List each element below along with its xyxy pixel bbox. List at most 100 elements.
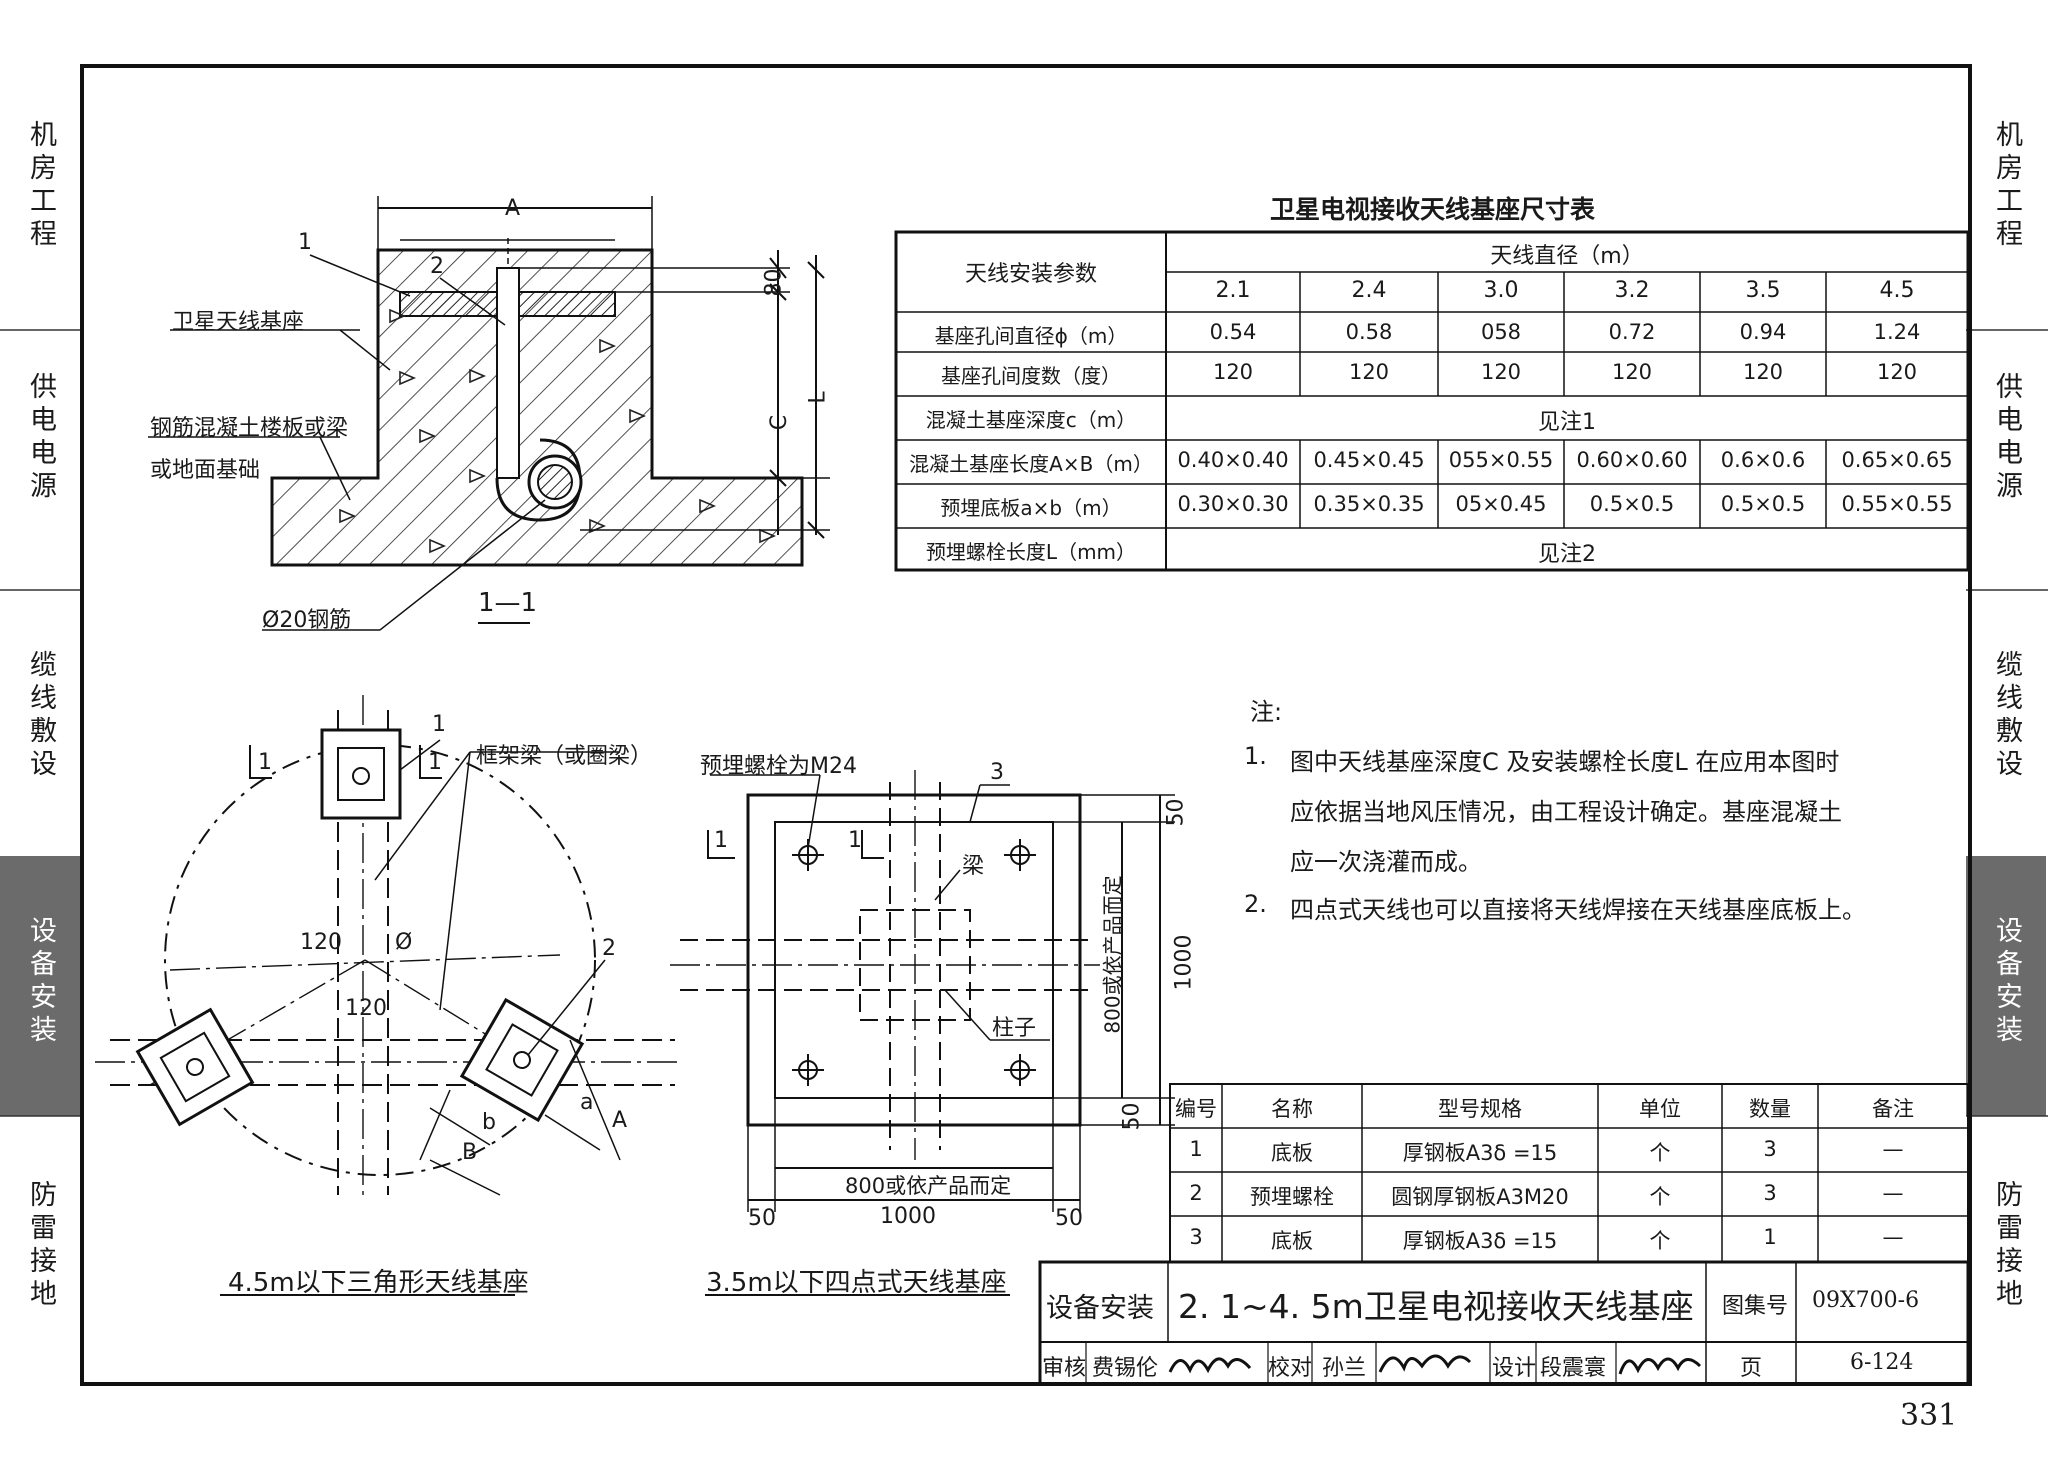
size-table-diameter-cell: 3.2 xyxy=(1614,278,1650,303)
four-point-callout-1: 1 xyxy=(848,828,862,853)
left-tab-1[interactable]: 机房工程 xyxy=(0,120,80,330)
materials-cell: 2 xyxy=(1189,1181,1203,1205)
materials-header-cell: 编号 xyxy=(1175,1097,1217,1121)
size-table-grid xyxy=(894,230,1970,572)
materials-cell: 1 xyxy=(1763,1225,1777,1249)
four-point-dim-50-bottom: 50 xyxy=(1119,1102,1145,1131)
size-table-diameter-cell: 3.0 xyxy=(1483,278,1519,303)
four-point-dim-800-h: 800或依产品而定 xyxy=(845,1174,1012,1198)
materials-header-cell: 名称 xyxy=(1271,1097,1313,1121)
size-table-cell: 0.54 xyxy=(1209,320,1257,344)
four-point-title: 3.5m以下四点式天线基座 xyxy=(706,1268,1007,1298)
four-point-callout-3: 3 xyxy=(990,760,1004,785)
signatures xyxy=(1168,1354,1702,1375)
four-point-dim-1000-h: 1000 xyxy=(880,1204,936,1229)
materials-cell: 厚钢板A3δ =15 xyxy=(1402,1229,1558,1253)
four-point-label-column: 柱子 xyxy=(992,1016,1037,1041)
tab-label: 供电电源 xyxy=(25,372,56,504)
triangle-callout-1: 1 xyxy=(432,712,446,737)
four-point-dim-50-top: 50 xyxy=(1163,798,1189,827)
title-block-category: 设备安装 xyxy=(1046,1293,1154,1324)
signature-designer xyxy=(1618,1357,1702,1375)
size-table-row-label: 混凝土基座深度c（m） xyxy=(925,408,1137,432)
left-tab-4[interactable]: 设备安装 xyxy=(0,856,80,1116)
note-1-line-3: 应一次浇灌而成。 xyxy=(1290,848,1482,876)
size-table-cell: 0.94 xyxy=(1739,320,1787,344)
left-tab-3[interactable]: 缆线敷设 xyxy=(0,650,80,830)
right-tab-2[interactable]: 供电电源 xyxy=(1966,372,2046,582)
materials-cell: 3 xyxy=(1763,1181,1777,1205)
materials-header-cell: 备注 xyxy=(1872,1097,1914,1121)
materials-cell: 预埋螺栓 xyxy=(1250,1185,1334,1209)
tab-label: 设备安装 xyxy=(1991,916,2022,1048)
tab-label: 缆线敷设 xyxy=(1991,650,2022,782)
materials-cell: — xyxy=(1882,1137,1904,1161)
right-tab-3[interactable]: 缆线敷设 xyxy=(1966,650,2046,830)
size-table-cell: 0.35×0.35 xyxy=(1313,492,1425,516)
size-table-diameter-cell: 2.4 xyxy=(1351,278,1387,303)
note-2-number: 2. xyxy=(1244,890,1267,918)
size-table-cell: 0.6×0.6 xyxy=(1720,448,1806,472)
size-table-cell: 120 xyxy=(1876,360,1918,384)
triangle-angle-2: 120 xyxy=(345,996,387,1021)
size-table-cell: 0.40×0.40 xyxy=(1177,448,1289,472)
four-point-dim-800-v: 800或依产品而定 xyxy=(1100,875,1125,1034)
signature-checker xyxy=(1378,1354,1472,1373)
size-table-cell: 120 xyxy=(1742,360,1784,384)
sheet-border xyxy=(80,64,1972,1386)
size-table-cell: 120 xyxy=(1348,360,1390,384)
size-table-row-label: 预埋底板a×b（m） xyxy=(940,496,1122,520)
triangle-callout-2: 2 xyxy=(602,936,616,961)
left-tab-2[interactable]: 供电电源 xyxy=(0,372,80,582)
triangle-dim-b: b xyxy=(482,1110,496,1135)
size-table-diameter-cell: 2.1 xyxy=(1215,278,1251,303)
title-block-page-number: 6-124 xyxy=(1850,1350,1914,1375)
title-block-grid xyxy=(1038,1260,1970,1386)
title-block-checker: 孙兰 xyxy=(1322,1356,1367,1381)
title-block-reviewer: 费锡伦 xyxy=(1092,1356,1159,1381)
tab-label: 机房工程 xyxy=(1991,120,2022,252)
size-table-cell: 0.55×0.55 xyxy=(1841,492,1953,516)
materials-header-cell: 型号规格 xyxy=(1438,1097,1522,1121)
left-tab-5[interactable]: 防雷接地 xyxy=(0,1180,80,1360)
size-table-cell: 055×0.55 xyxy=(1448,448,1554,472)
section-dim-C: C xyxy=(767,414,793,431)
size-table-cell: 0.5×0.5 xyxy=(1720,492,1806,516)
size-table-row-label: 基座孔间度数（度） xyxy=(941,364,1121,388)
materials-cell: 1 xyxy=(1189,1137,1203,1161)
size-table-row-label: 预埋螺栓长度L（mm） xyxy=(925,540,1137,564)
size-table-diameter-header: 天线直径（m） xyxy=(1490,244,1644,269)
section-label-slab-2: 或地面基础 xyxy=(150,458,261,483)
sheet-page-number: 331 xyxy=(1900,1398,1958,1433)
triangle-label-beam: 框架梁（或圈梁） xyxy=(476,744,653,769)
title-block-design-label: 设计 xyxy=(1492,1356,1537,1381)
section-label-rebar: Ø20钢筋 xyxy=(262,608,352,633)
triangle-phi: Ø xyxy=(395,930,413,955)
four-point-base-drawing xyxy=(670,770,1175,1296)
title-block-title: 2. 1~4. 5m卫星电视接收天线基座 xyxy=(1178,1287,1694,1326)
four-point-dim-50-right: 50 xyxy=(1055,1206,1083,1231)
title-block-check-label: 校对 xyxy=(1268,1356,1313,1381)
materials-cell: 圆钢厚钢板A3M20 xyxy=(1391,1185,1569,1209)
size-table-cell: 0.65×0.65 xyxy=(1841,448,1953,472)
signature-reviewer xyxy=(1168,1357,1252,1374)
materials-cell: 底板 xyxy=(1271,1141,1313,1165)
title-block-atlas-number: 09X700-6 xyxy=(1812,1288,1920,1313)
size-table-cell: 120 xyxy=(1212,360,1254,384)
right-tab-4[interactable]: 设备安装 xyxy=(1966,856,2046,1116)
size-table-cell: 05×0.45 xyxy=(1455,492,1547,516)
size-table-title: 卫星电视接收天线基座尺寸表 xyxy=(1270,195,1596,224)
notes-title: 注: xyxy=(1250,698,1283,726)
note-1-line-1: 图中天线基座深度C 及安装螺栓长度L 在应用本图时 xyxy=(1290,748,1840,776)
right-tab-5[interactable]: 防雷接地 xyxy=(1966,1180,2046,1360)
tab-label: 设备安装 xyxy=(25,916,56,1048)
size-table-cell: 0.45×0.45 xyxy=(1313,448,1425,472)
right-tab-1[interactable]: 机房工程 xyxy=(1966,120,2046,330)
materials-cell: 3 xyxy=(1189,1225,1203,1249)
size-table-merged-cell: 见注2 xyxy=(1538,542,1596,567)
triangle-dim-A: A xyxy=(612,1108,628,1133)
section-title: 1—1 xyxy=(478,588,538,618)
note-2-line-1: 四点式天线也可以直接将天线焊接在天线基座底板上。 xyxy=(1290,896,1866,924)
size-table-cell: 0.58 xyxy=(1345,320,1393,344)
size-table-cell: 058 xyxy=(1480,320,1522,344)
